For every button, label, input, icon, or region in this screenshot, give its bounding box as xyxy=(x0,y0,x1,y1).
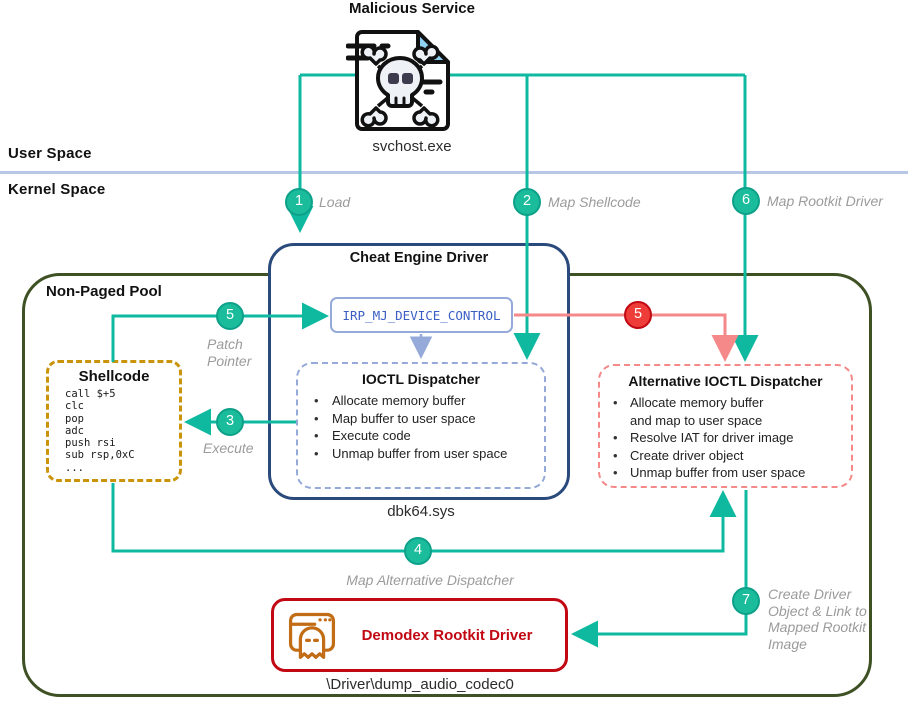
bullet-item: Allocate memory buffer xyxy=(298,392,517,410)
step-7-badge: 7 xyxy=(732,587,760,615)
step-6-badge: 6 xyxy=(732,187,760,215)
demodex-rootkit-driver-title: Demodex Rootkit Driver xyxy=(361,626,533,644)
ioctl-dispatcher-title: IOCTL Dispatcher xyxy=(362,371,480,387)
code-line: sub rsp,0xC xyxy=(65,449,135,462)
step-7-label: Create Driver Object & Link to Mapped Ro… xyxy=(768,586,867,652)
step-5-label: Patch Pointer xyxy=(207,336,252,369)
space-divider xyxy=(0,171,908,174)
alternative-ioctl-dispatcher-title: Alternative IOCTL Dispatcher xyxy=(628,373,823,389)
bullet-item: Unmap buffer from user space xyxy=(600,464,815,482)
step-6-label: Map Rootkit Driver xyxy=(767,193,883,209)
shellcode-title: Shellcode xyxy=(78,368,150,385)
ioctl-dispatcher-box: IOCTL Dispatcher Allocate memory buffer … xyxy=(296,362,546,489)
bullet-item: Create driver object xyxy=(600,447,815,465)
demodex-caption: \Driver\dump_audio_codec0 xyxy=(326,676,514,693)
step-1-badge: 1 xyxy=(285,188,313,216)
code-line: ... xyxy=(65,461,84,474)
ioctl-dispatcher-bullets: Allocate memory buffer Map buffer to use… xyxy=(298,392,544,462)
bullet-item: Resolve IAT for driver image xyxy=(600,429,815,447)
demodex-rootkit-driver-box: Demodex Rootkit Driver xyxy=(271,598,568,672)
step-4-label: Map Alternative Dispatcher xyxy=(346,572,514,588)
code-line: pop xyxy=(65,412,84,425)
step-5-badge: 5 xyxy=(216,302,244,330)
bullet-item: Allocate memory buffer and map to user s… xyxy=(600,394,785,429)
bullet-item: Unmap buffer from user space xyxy=(298,445,517,463)
step-3-badge: 3 xyxy=(216,408,244,436)
irp-mj-device-control-box: IRP_MJ_DEVICE_CONTROL xyxy=(330,297,513,333)
shellcode-box: Shellcode call $+5 clc pop adc push rsi … xyxy=(46,360,182,482)
svchost-caption: svchost.exe xyxy=(372,138,452,155)
non-paged-pool-label: Non-Paged Pool xyxy=(46,283,162,300)
alternative-dispatcher-bullets: Allocate memory buffer and map to user s… xyxy=(600,394,851,482)
code-line: adc xyxy=(65,424,84,437)
cheat-engine-driver-title: Cheat Engine Driver xyxy=(349,250,489,266)
code-line: push rsi xyxy=(65,437,116,450)
ghost-window-icon xyxy=(287,607,337,663)
step-1-label: Load xyxy=(319,194,351,210)
step-4-badge: 4 xyxy=(404,537,432,565)
bullet-item: Execute code xyxy=(298,427,517,445)
shellcode-listing: call $+5 clc pop adc push rsi sub rsp,0x… xyxy=(65,388,179,474)
alternative-ioctl-dispatcher-box: Alternative IOCTL Dispatcher Allocate me… xyxy=(598,364,853,488)
malicious-file-icon xyxy=(345,24,466,141)
user-space-label: User Space xyxy=(8,145,92,162)
bullet-item: Map buffer to user space xyxy=(298,410,517,428)
code-line: call $+5 xyxy=(65,388,116,400)
step-2-label: Map Shellcode xyxy=(548,194,641,210)
step-3-label: Execute xyxy=(203,440,254,456)
kernel-space-label: Kernel Space xyxy=(8,181,106,198)
step-2-badge: 2 xyxy=(513,188,541,216)
code-line: clc xyxy=(65,400,84,413)
step-5-red-badge: 5 xyxy=(624,301,652,329)
malicious-service-title: Malicious Service xyxy=(349,0,475,17)
